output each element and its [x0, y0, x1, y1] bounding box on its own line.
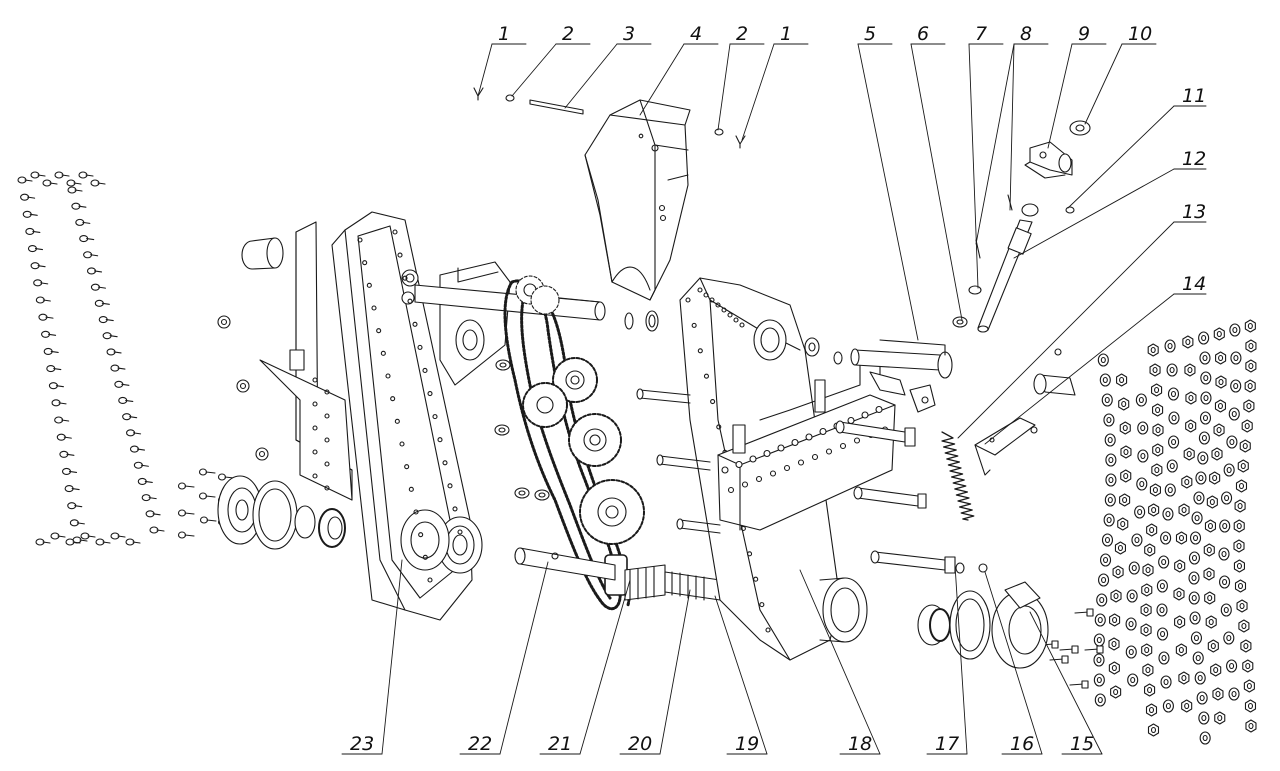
callout-9: 9: [1078, 23, 1090, 45]
nut-washer-set-right: [1039, 319, 1257, 745]
left-chain-case: [312, 211, 483, 621]
callout-8: 8: [1020, 23, 1032, 45]
callout-2: 2: [736, 23, 748, 45]
callout-4: 4: [690, 23, 702, 45]
callout-22: 22: [468, 733, 492, 755]
spacer-washers: [494, 310, 659, 501]
hinge-assembly: [850, 339, 953, 413]
callout-10: 10: [1128, 23, 1152, 45]
bolt-set-left: [17, 171, 235, 546]
callout-21: 21: [548, 733, 572, 755]
callout-15: 15: [1070, 733, 1094, 755]
callout-5: 5: [864, 23, 876, 45]
chain-and-sprockets: [503, 275, 645, 611]
callout-1: 1: [498, 23, 510, 45]
callout-7: 7: [975, 23, 987, 45]
hook-plate: [974, 348, 1076, 476]
callout-12: 12: [1182, 148, 1206, 170]
callout-6: 6: [917, 23, 929, 45]
callout-18: 18: [848, 733, 872, 755]
left-case-holes: [312, 229, 463, 583]
callout-17: 17: [935, 733, 959, 755]
callout-1: 1: [780, 23, 792, 45]
callout-19: 19: [735, 733, 759, 755]
right-pins-and-bolts: [636, 337, 927, 534]
hopper-cover: [584, 99, 691, 301]
clamp-bracket: [1024, 141, 1073, 179]
lever-shaft: [977, 203, 1039, 333]
callout-11: 11: [1182, 85, 1206, 107]
pin-and-clips: [473, 87, 746, 149]
callout-2: 2: [562, 23, 574, 45]
callout-14: 14: [1182, 273, 1206, 295]
callout-23: 23: [350, 733, 374, 755]
left-mounting-bracket: [217, 221, 353, 501]
callout-16: 16: [1010, 733, 1034, 755]
bearing-cover-assembly: [870, 550, 1049, 669]
callout-20: 20: [628, 733, 652, 755]
tension-spring: [941, 431, 975, 521]
lower-drive-shaft: [514, 547, 616, 581]
left-bearing-set: [217, 475, 346, 550]
callout-3: 3: [623, 23, 635, 45]
callout-13: 13: [1182, 201, 1206, 223]
